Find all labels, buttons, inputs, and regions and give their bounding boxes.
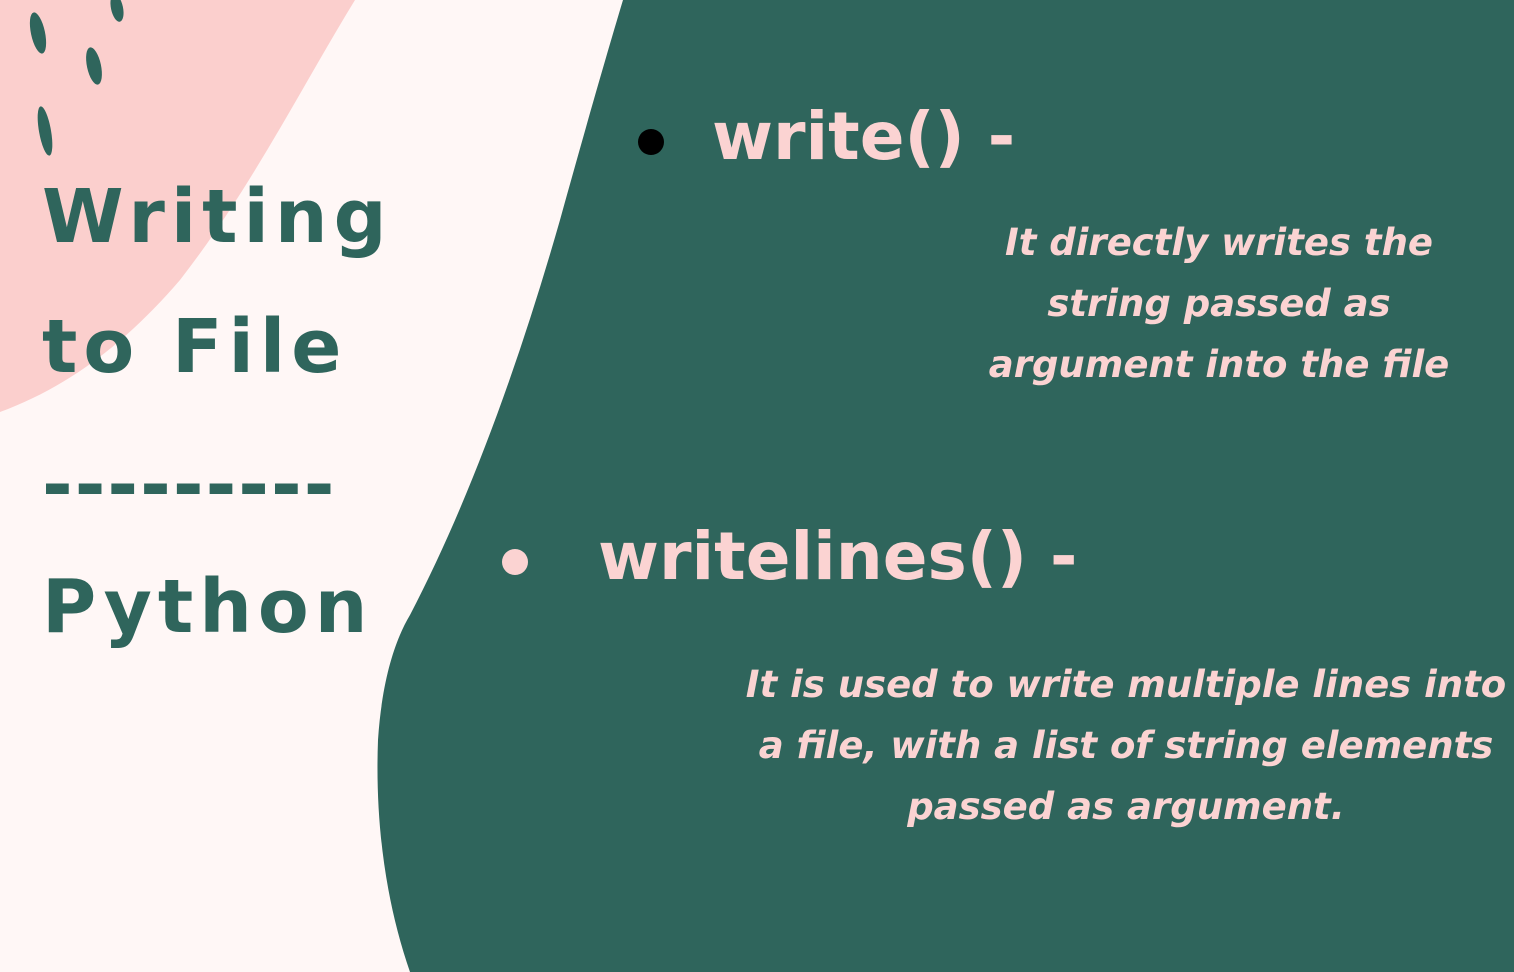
brush-marks (29, 0, 124, 156)
description-line: argument into the file (988, 343, 1450, 386)
description-line: passed as argument. (907, 785, 1345, 828)
title-separator: --------- (42, 442, 337, 528)
brush-mark (110, 0, 124, 22)
title-line-to-file: to File (42, 304, 348, 390)
blush-blob (0, 0, 355, 412)
brush-mark (37, 106, 53, 156)
description-line: It is used to write multiple lines into (745, 663, 1507, 706)
item-heading-writelines: writelines() - (598, 518, 1078, 595)
item-description-write: It directly writes the string passed as … (960, 212, 1478, 395)
item-description-writelines: It is used to write multiple lines into … (738, 654, 1514, 837)
brush-mark (29, 12, 47, 54)
description-line: It directly writes the (1004, 221, 1434, 264)
bullet-dot-icon (502, 549, 528, 575)
title-line-writing: Writing (42, 174, 393, 260)
green-wave (377, 0, 1514, 972)
title-line-python: Python (42, 564, 374, 650)
item-heading-write: write() - (712, 98, 1016, 175)
brush-mark (86, 47, 102, 85)
description-line: a file, with a list of string elements (758, 724, 1494, 767)
bullet-dot-icon (638, 129, 664, 155)
description-line: string passed as (1047, 282, 1391, 325)
